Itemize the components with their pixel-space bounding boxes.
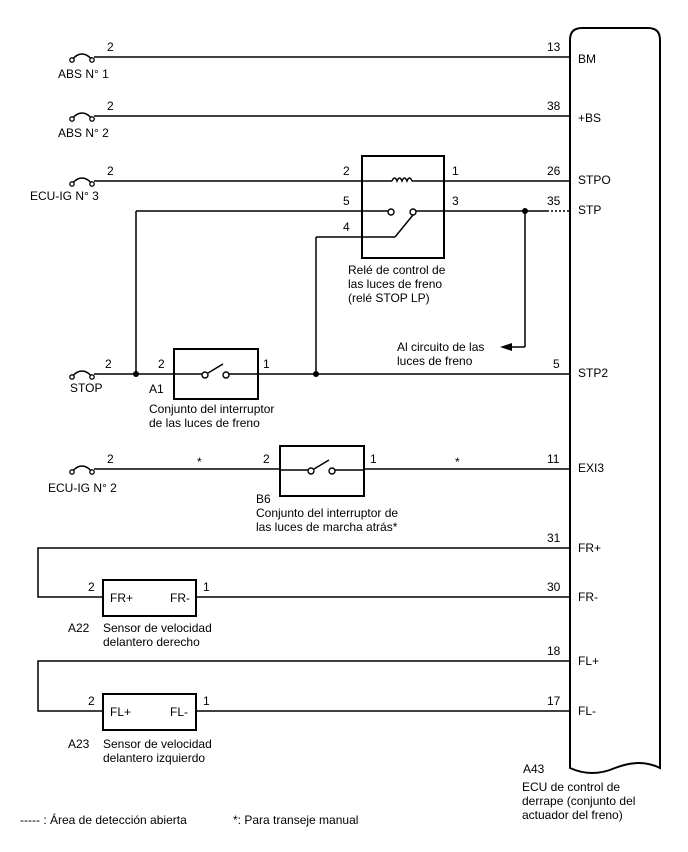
signal-flp: FL+ [578, 654, 599, 668]
a23-plus: FL+ [110, 705, 131, 719]
junction-stp2 [313, 371, 319, 377]
wire-frp [37, 547, 570, 598]
signal-frp: FR+ [578, 541, 601, 555]
pin-frm: 30 [547, 580, 561, 594]
junction-stop [133, 371, 139, 377]
pin-bs: 38 [547, 99, 561, 113]
fuse-stop-symbol [71, 370, 93, 378]
relay-pin-3: 3 [452, 194, 459, 208]
a23-label-2: delantero izquierdo [103, 751, 205, 765]
relay-box [361, 155, 445, 259]
b6-switch-box [279, 445, 365, 497]
signal-bm: BM [578, 52, 596, 66]
pin-stp2: 5 [553, 357, 560, 371]
ecu-body [569, 27, 661, 774]
fuse-ecuig3-label: ECU-IG N° 3 [30, 189, 99, 203]
pin-abs1-src: 2 [107, 40, 114, 54]
a1-label-1: Conjunto del interruptor [149, 402, 274, 416]
pin-stop-src: 2 [105, 357, 112, 371]
relay-pin-2: 2 [343, 164, 350, 178]
a22-sensor-box [102, 579, 197, 617]
signal-stp: STP [578, 203, 601, 217]
pin-exi3: 11 [547, 452, 560, 466]
fuse-ecuig3-symbol [71, 177, 93, 185]
brake-circuit-label-1: Al circuito de las [397, 340, 484, 354]
fuse-stop-label: STOP [70, 381, 102, 395]
a1-label-2: de las luces de freno [149, 416, 260, 430]
ecu-label-2: derrape (conjunto del [522, 794, 635, 808]
pin-abs2-src: 2 [107, 99, 114, 113]
a1-pin-2: 2 [158, 357, 165, 371]
a23-minus: FL- [170, 705, 188, 719]
pin-stpo: 26 [547, 164, 561, 178]
b6-pin-1: 1 [370, 452, 377, 466]
asterisk-left: * [197, 455, 202, 469]
asterisk-right: * [455, 455, 460, 469]
b6-code: B6 [256, 492, 271, 506]
relay-pin-5: 5 [343, 194, 350, 208]
brake-circuit-label-2: luces de freno [397, 354, 473, 368]
pin-frp: 31 [547, 531, 561, 545]
relay-label-2: las luces de freno [348, 277, 442, 291]
relay-switch-blade [394, 214, 414, 238]
a23-label-1: Sensor de velocidad [103, 737, 212, 751]
a1-pin-1: 1 [263, 357, 270, 371]
relay-coil-symbol [391, 177, 413, 183]
pin-flm: 17 [547, 694, 561, 708]
ecu-code: A43 [523, 762, 545, 776]
relay-pin-4: 4 [343, 220, 350, 234]
fuse-ecuig2-symbol [71, 465, 93, 473]
signal-stp2: STP2 [578, 366, 608, 380]
pin-ecuig2-src: 2 [107, 452, 114, 466]
signal-frm: FR- [578, 590, 598, 604]
a22-code: A22 [68, 621, 90, 635]
pin-bm: 13 [547, 40, 561, 54]
a22-label-2: delantero derecho [103, 635, 200, 649]
a23-pin-2: 2 [88, 694, 95, 708]
a22-label-1: Sensor de velocidad [103, 621, 212, 635]
b6-pin-2: 2 [263, 452, 270, 466]
a22-minus: FR- [170, 591, 190, 605]
relay-label-3: (relé STOP LP) [348, 291, 430, 305]
relay-label-1: Relé de control de [348, 263, 446, 277]
signal-bs: +BS [578, 111, 601, 125]
pin-ecuig3-src: 2 [107, 164, 114, 178]
b6-label-2: las luces de marcha atrás* [256, 520, 398, 534]
pin-flp: 18 [547, 644, 561, 658]
fuse-ecuig2-label: ECU-IG N° 2 [48, 481, 117, 495]
brake-circuit-arrow [500, 343, 512, 351]
legend-open-area: ----- : Área de detección abierta [20, 812, 187, 827]
ecu-label-1: ECU de control de [522, 780, 620, 794]
signal-flm: FL- [578, 704, 596, 718]
fuse-abs1-symbol [71, 53, 93, 61]
signal-exi3: EXI3 [578, 461, 604, 475]
fuse-abs1-label: ABS N° 1 [58, 67, 109, 81]
fuse-abs2-symbol [71, 112, 93, 120]
a23-code: A23 [68, 737, 90, 751]
wire-flp [37, 660, 570, 712]
pin-stp: 35 [547, 194, 561, 208]
ecu-label-3: actuador del freno) [522, 808, 623, 822]
fuse-abs2-label: ABS N° 2 [58, 126, 109, 140]
relay-pin-1: 1 [452, 164, 459, 178]
signal-stpo: STPO [578, 173, 611, 187]
a22-pin-2: 2 [88, 580, 95, 594]
a23-sensor-box [102, 693, 197, 731]
b6-label-1: Conjunto del interruptor de [256, 506, 398, 520]
a22-plus: FR+ [110, 591, 133, 605]
a23-pin-1: 1 [203, 694, 210, 708]
a22-pin-1: 1 [203, 580, 210, 594]
legend-manual: *: Para transeje manual [233, 813, 358, 827]
a1-code: A1 [149, 382, 164, 396]
